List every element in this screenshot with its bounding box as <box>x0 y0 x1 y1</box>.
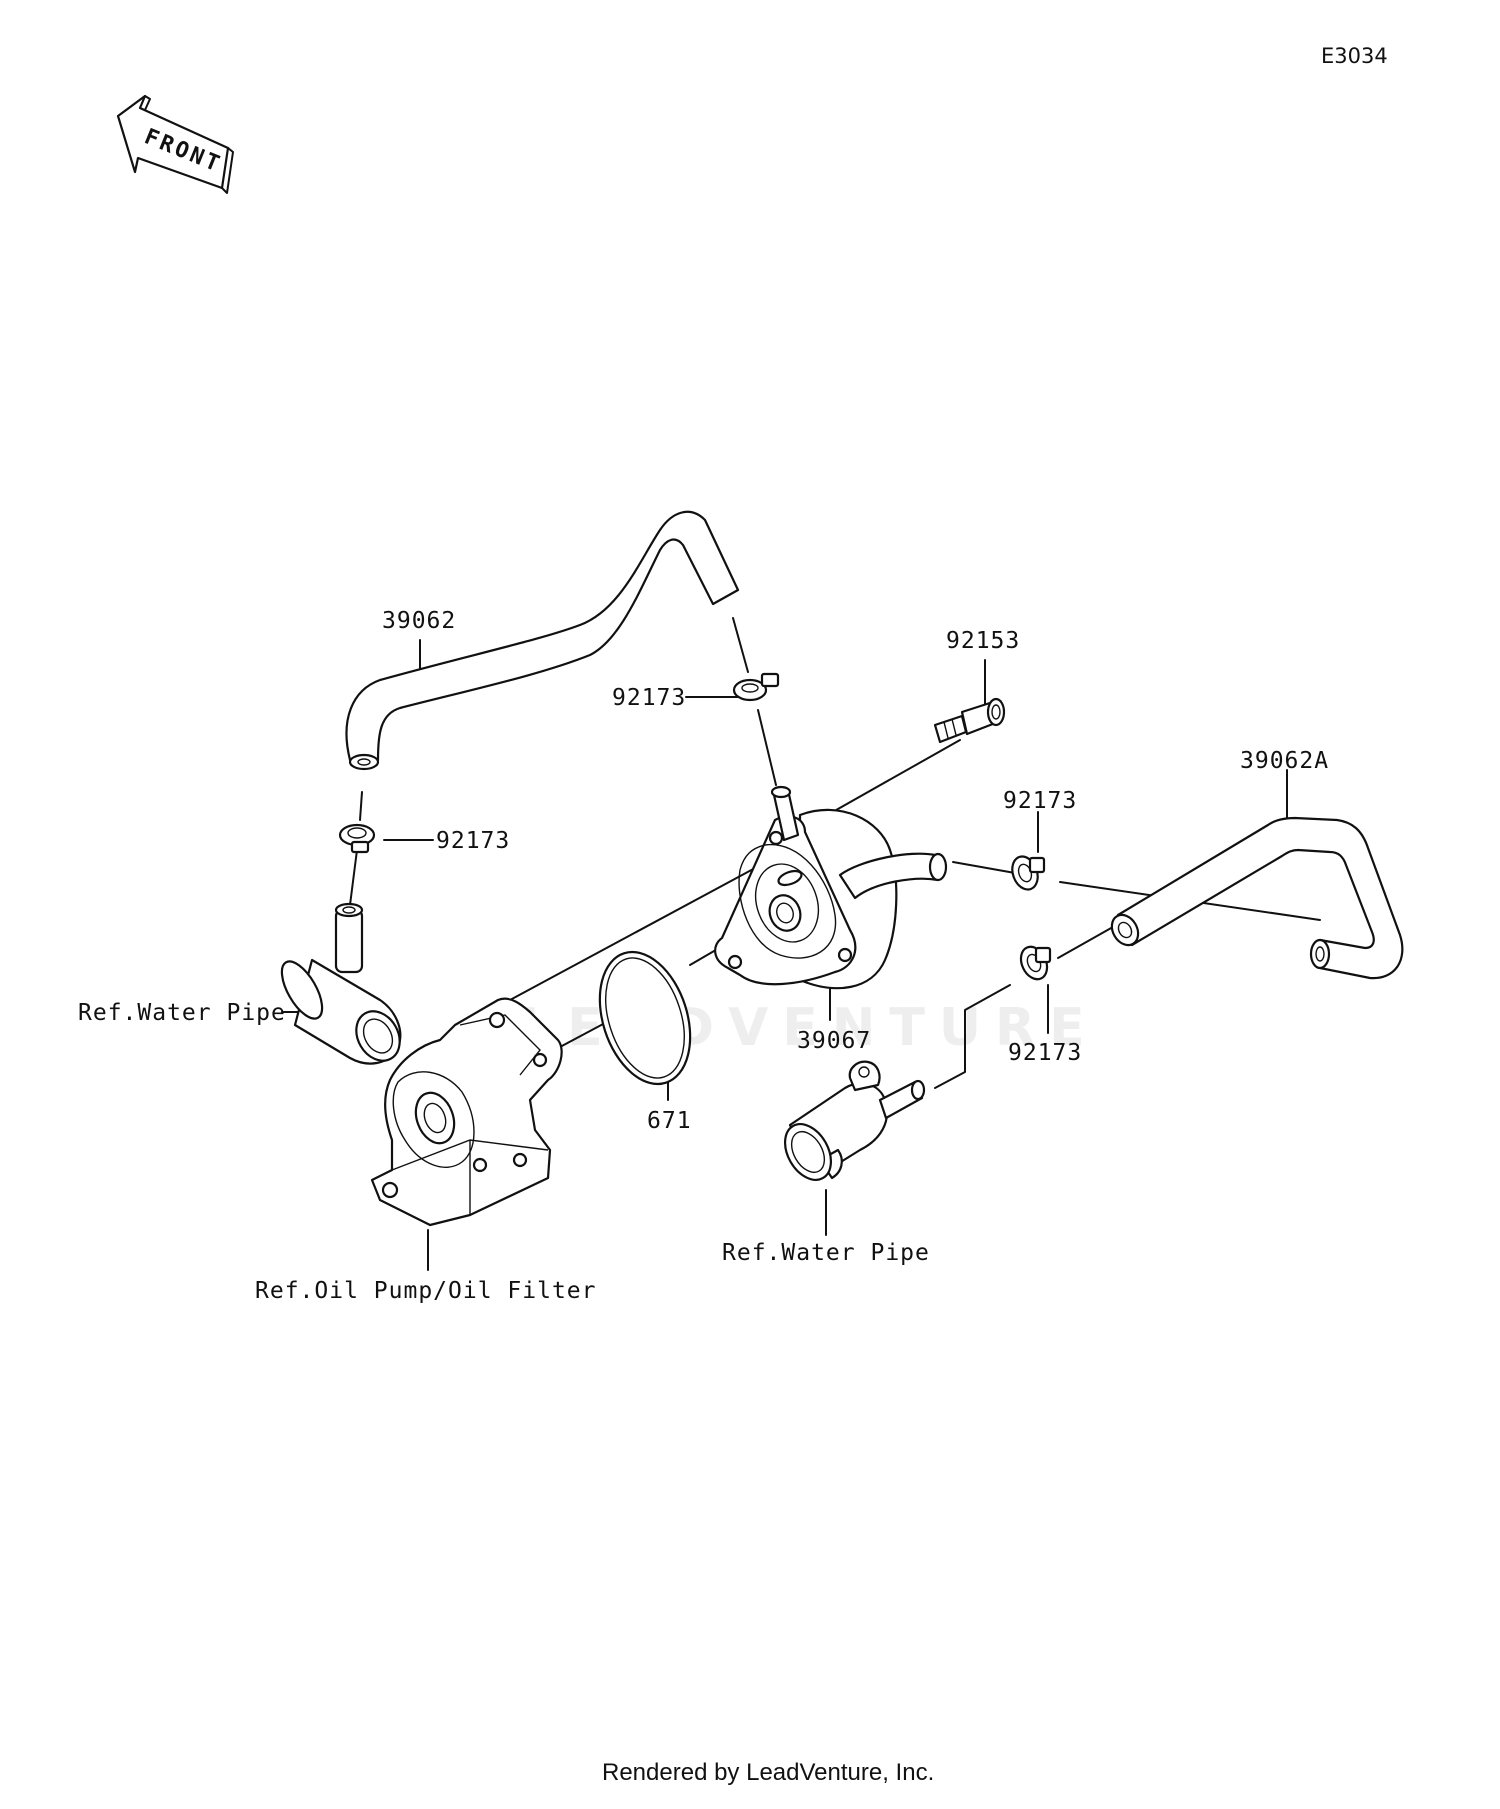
callout-92173-right-lower: 92173 <box>1008 1040 1082 1066</box>
front-arrow-icon: FRONT <box>116 94 234 194</box>
credit-text: Rendered by LeadVenture, Inc. <box>602 1759 934 1786</box>
callout-39062A: 39062A <box>1240 748 1329 774</box>
hose-39062A <box>1110 816 1404 980</box>
callout-39062: 39062 <box>382 608 456 634</box>
oil-cooler-39067 <box>714 785 948 990</box>
callout-92153: 92153 <box>946 628 1020 654</box>
callout-671: 671 <box>647 1108 692 1134</box>
hose-39062 <box>345 510 740 771</box>
clamp-top-92173 <box>732 672 780 702</box>
callout-39067: 39067 <box>797 1028 871 1054</box>
water-pipe-left <box>280 902 402 1065</box>
ref-water-pipe-bottom: Ref.Water Pipe <box>722 1240 930 1266</box>
o-ring-671 <box>598 950 692 1086</box>
diagram-code: E3034 <box>1321 44 1388 68</box>
clamp-left-92173 <box>338 823 376 854</box>
water-pipe-bottom <box>783 1060 926 1181</box>
callout-92173-left: 92173 <box>436 828 510 854</box>
clamp-right-upper-92173 <box>1011 855 1046 891</box>
bolt-92153 <box>933 697 1006 744</box>
callout-92173-right-upper: 92173 <box>1003 788 1077 814</box>
guide-lines <box>281 617 1321 1271</box>
oil-pump-filter-housing <box>370 997 563 1227</box>
clamp-right-lower-92173 <box>1019 945 1052 981</box>
ref-water-pipe-left: Ref.Water Pipe <box>78 1000 286 1026</box>
ref-oil-pump-filter: Ref.Oil Pump/Oil Filter <box>255 1278 597 1304</box>
callout-92173-top: 92173 <box>612 685 686 711</box>
